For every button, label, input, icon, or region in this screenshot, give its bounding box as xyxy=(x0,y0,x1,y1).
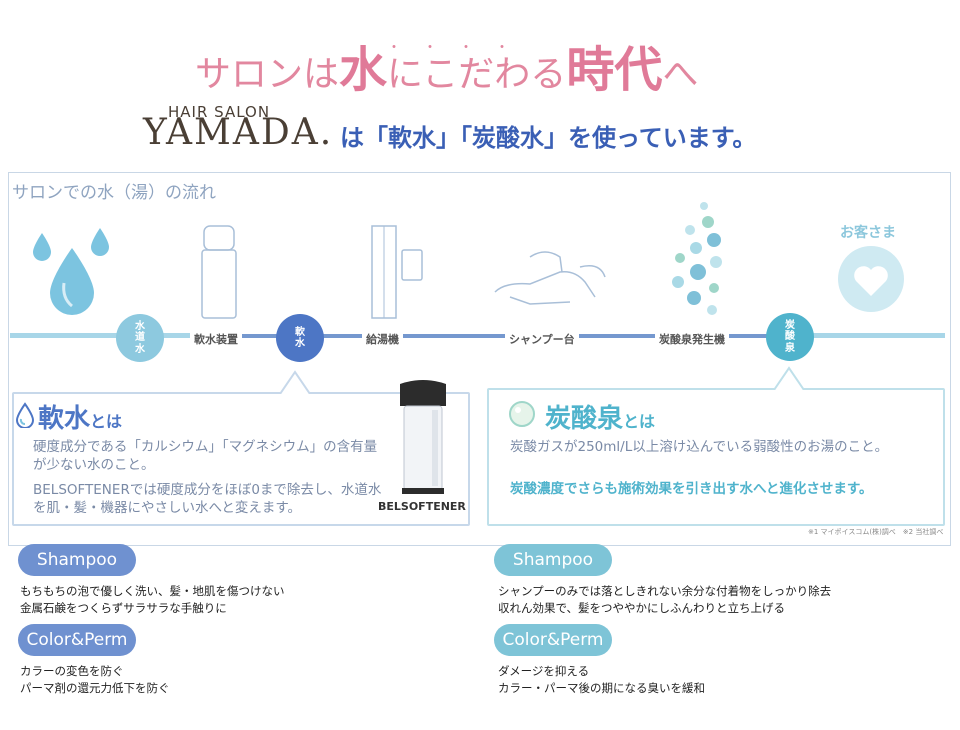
carbonated-description-2: 炭酸濃度でさらも施術効果を引き出す水へと進化させます。 xyxy=(510,481,873,497)
soft-water-title: 軟水とは xyxy=(38,398,122,435)
color-note-left-1: カラーの変色を防ぐ xyxy=(20,664,124,678)
footnote: ※1 マイポイスコム(株)調べ ※2 当社調べ xyxy=(808,528,944,536)
carbonated-bubble-icon xyxy=(509,401,535,427)
salon-name: YAMADA. xyxy=(143,112,334,153)
carbonated-box-pointer xyxy=(774,366,804,390)
uses-water-line: は「軟水」「炭酸水」を使っています。 xyxy=(340,124,757,152)
shampoo-notes-left: もちもちの泡で優しく洗い、髪・地肌を傷つけない 金属石鹸をつくらずサラサラな手触… xyxy=(20,583,285,616)
flow-frame xyxy=(8,172,951,546)
shampoo-note-right-1: シャンプーのみでは落としきれない余分な付着物をしっかり除去 xyxy=(498,584,832,598)
shampoo-note-left-2: 金属石鹸をつくらずサラサラな手触りに xyxy=(20,600,227,615)
shampoo-pill-left: Shampoo xyxy=(18,544,136,576)
headline-big-era: 時代 xyxy=(566,42,663,98)
tap-water-circle-label: 水 道 水 xyxy=(135,320,145,355)
carbonated-box xyxy=(487,388,945,526)
color-notes-left: カラーの変色を防ぐ パーマ剤の還元力低下を防ぐ xyxy=(20,663,170,696)
shampoo-note-left-1: もちもちの泡で優しく洗い、髪・地肌を傷つけない xyxy=(20,584,285,598)
carbonated-title-main: 炭酸泉 xyxy=(545,404,624,434)
soft-water-description-2: BELSOFTENERでは硬度成分をほぼ0まで除去し、水道水を肌・髪・機器にやさ… xyxy=(33,482,382,517)
carbonated-circle: 炭 酸 泉 xyxy=(766,313,814,361)
shampoo-note-right-2: 収れん効果で、髪をつややかにしふんわりと立ち上げる xyxy=(498,600,786,615)
flow-line-tap xyxy=(10,333,200,338)
carbonated-title: 炭酸泉とは xyxy=(545,398,655,435)
soft-water-drop-icon xyxy=(15,402,35,428)
belsoftener-label: BELSOFTENER xyxy=(378,500,466,513)
co2-generator-label: 炭酸泉発生機 xyxy=(655,331,729,347)
carbonated-circle-label: 炭 酸 泉 xyxy=(785,319,795,354)
water-softener-icon xyxy=(201,225,237,319)
headline-post: へ xyxy=(662,54,699,95)
shampoo-pill-right: Shampoo xyxy=(494,544,612,576)
carbonated-title-suffix: とは xyxy=(623,412,656,431)
color-notes-right: ダメージを抑える カラー・パーマ後の期になる臭いを緩和 xyxy=(498,663,705,696)
soft-water-title-main: 軟水 xyxy=(38,404,91,434)
tap-water-circle: 水 道 水 xyxy=(116,314,164,362)
shampoo-chair-icon xyxy=(494,251,606,305)
carbonated-description-1: 炭酸ガスが250ml/L以上溶け込んでいる弱酸性のお湯のこと。 xyxy=(510,439,889,455)
boiler-label: 給湯機 xyxy=(362,331,403,347)
headline-pre: サロンは xyxy=(195,54,340,95)
soft-water-description-1: 硬度成分である「カルシウム」「マグネシウム」の含有量が少ない水のこと。 xyxy=(33,439,378,474)
customer-label: お客さま xyxy=(840,225,896,241)
headline: サロンは水・・・・にこだわる時代へ xyxy=(195,40,699,98)
bubbles-icon xyxy=(672,202,722,315)
color-note-left-2: パーマ剤の還元力低下を防ぐ xyxy=(20,680,170,695)
color-perm-pill-left: Color&Perm xyxy=(18,624,136,656)
water-drops-icon xyxy=(33,228,109,315)
heart-icon xyxy=(838,246,904,312)
soft-box-pointer xyxy=(280,370,310,394)
soft-water-box xyxy=(12,392,470,526)
softener-label: 軟水装置 xyxy=(190,331,242,347)
color-note-right-1: ダメージを抑える xyxy=(498,664,590,678)
shampoo-notes-right: シャンプーのみでは落としきれない余分な付着物をしっかり除去 収れん効果で、髪をつ… xyxy=(498,583,831,616)
color-perm-pill-right: Color&Perm xyxy=(494,624,612,656)
flow-line-soft xyxy=(200,334,780,338)
water-heater-icon xyxy=(371,225,423,319)
soft-water-circle: 軟 水 xyxy=(276,314,324,362)
flow-line-carbonated xyxy=(780,333,945,338)
softener-product-image xyxy=(400,380,446,494)
soft-water-circle-label: 軟 水 xyxy=(295,326,305,350)
flow-title: サロンでの水（湯）の流れ xyxy=(12,183,216,203)
soft-water-title-suffix: とは xyxy=(90,412,123,431)
color-note-right-2: カラー・パーマ後の期になる臭いを緩和 xyxy=(498,680,705,695)
headline-big-water: 水 xyxy=(339,42,388,98)
headline-mid: にこだわる xyxy=(387,54,567,95)
hair-salon-label: HAIR SALON xyxy=(168,103,271,121)
shampoo-unit-label: シャンプー台 xyxy=(505,331,579,347)
